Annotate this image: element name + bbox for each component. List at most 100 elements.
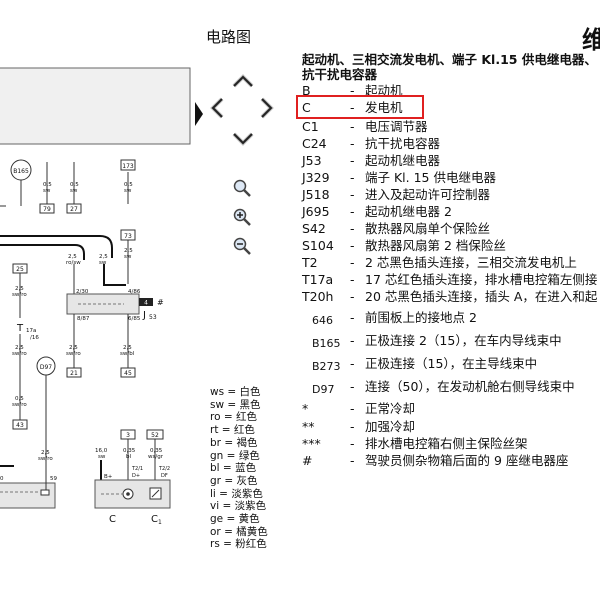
t17a-label: T — [16, 323, 24, 334]
svg-text:sw: sw — [124, 188, 132, 194]
panel-collapse-arrow-icon[interactable] — [194, 100, 204, 132]
svg-text:sw: sw — [70, 188, 78, 194]
zoom-fit-button[interactable] — [232, 178, 252, 202]
svg-text:2/30: 2/30 — [76, 289, 89, 295]
legend-code: B273 — [312, 360, 341, 373]
box-43: 43 — [16, 422, 24, 429]
legend-desc: 发电机 — [365, 100, 403, 115]
legend-code: D97 — [312, 383, 335, 396]
zoom-out-icon — [233, 237, 251, 255]
legend-code: ** — [302, 419, 315, 434]
svg-text:2,5: 2,5 — [15, 286, 24, 292]
pan-up-button[interactable] — [232, 73, 254, 92]
d97-label: D97 — [40, 364, 52, 371]
chevron-right-icon — [260, 97, 274, 119]
svg-text:2,5: 2,5 — [68, 254, 77, 260]
box-173: 173 — [122, 163, 134, 170]
color-legend-item: gn = 绿色 — [210, 449, 260, 462]
color-legend-item: ro = 红色 — [210, 411, 257, 424]
legend-desc: 20 芯黑色插头连接，插头 A，在进入和起 — [365, 289, 598, 304]
legend-desc: 起动机 — [365, 83, 403, 98]
svg-text:0,5: 0,5 — [43, 182, 52, 188]
svg-text:17a: 17a — [26, 328, 36, 334]
corner-title-fragment: 维 — [582, 26, 600, 54]
svg-text:16,0: 16,0 — [95, 448, 108, 454]
legend-code: T20h — [302, 289, 334, 304]
zoom-out-button[interactable] — [232, 236, 252, 260]
svg-text:sw/bl: sw/bl — [120, 351, 135, 357]
color-legend-item: rs = 粉红色 — [210, 538, 267, 551]
svg-text:2,5: 2,5 — [69, 345, 78, 351]
color-legend-item: rt = 红色 — [210, 424, 255, 437]
svg-text:2,5: 2,5 — [123, 345, 132, 351]
svg-text:D+: D+ — [132, 473, 140, 479]
heading-line-1: 起动机、三相交流发电机、端子 Kl.15 供电继电器、 — [302, 52, 597, 67]
svg-text:T2/2: T2/2 — [158, 466, 170, 472]
legend-code: T17a — [302, 272, 334, 287]
svg-text:4/86: 4/86 — [128, 289, 141, 295]
legend-code: B165 — [312, 337, 341, 350]
svg-text:sw: sw — [98, 454, 106, 460]
pan-left-button[interactable] — [210, 97, 224, 123]
box-52: 52 — [151, 432, 159, 439]
svg-text:sw: sw — [43, 188, 51, 194]
svg-text:T2/1: T2/1 — [131, 466, 143, 472]
box-3: 3 — [126, 432, 130, 439]
svg-text:sw/ro: sw/ro — [12, 402, 27, 408]
legend-desc: 起动机继电器 — [365, 153, 441, 168]
svg-text:2,5: 2,5 — [41, 450, 50, 456]
pan-down-button[interactable] — [232, 131, 254, 150]
chevron-down-icon — [232, 132, 254, 146]
box-21: 21 — [70, 370, 78, 377]
color-legend-item: vi = 淡紫色 — [210, 500, 267, 513]
svg-text:/16: /16 — [30, 335, 39, 341]
svg-text:sw: sw — [99, 260, 107, 266]
svg-text:1: 1 — [158, 519, 162, 526]
heading-line-2: 抗干扰电容器 — [302, 67, 378, 82]
legend-desc: 正极连接（15），在主导线束中 — [365, 356, 538, 371]
legend-code: * — [302, 401, 309, 416]
pan-right-button[interactable] — [260, 97, 274, 123]
svg-text:DF: DF — [161, 473, 168, 479]
legend-desc: 端子 Kl. 15 供电继电器 — [365, 170, 496, 185]
generator-label: C — [109, 514, 116, 525]
svg-text:53: 53 — [149, 314, 157, 321]
legend-desc: 前围板上的接地点 2 — [365, 310, 477, 325]
svg-text:2,5: 2,5 — [124, 248, 133, 254]
legend-desc: 加强冷却 — [365, 419, 416, 434]
legend-desc: 17 芯红色插头连接，排水槽电控箱左侧接 — [365, 272, 598, 287]
svg-text:59: 59 — [50, 476, 57, 482]
j53-label: J — [142, 310, 146, 321]
box-79: 79 — [43, 206, 51, 213]
zoom-in-button[interactable] — [232, 207, 252, 231]
legend-desc: 驾驶员侧杂物箱后面的 9 座继电器座 — [365, 453, 569, 468]
legend-code: J518 — [302, 187, 330, 202]
svg-text:2,5: 2,5 — [15, 345, 24, 351]
diagram-area[interactable]: B165 0,5 sw 0,5 sw 0,5 sw 173 79 27 73 2… — [0, 0, 195, 594]
color-legend-item: li = 淡紫色 — [210, 487, 263, 500]
legend-desc: 正常冷却 — [365, 401, 416, 416]
legend-code: J329 — [302, 170, 330, 185]
legend-code: 646 — [312, 314, 333, 327]
legend-desc: 排水槽电控箱右侧主保险丝架 — [365, 436, 528, 451]
color-legend-item: ge = 黄色 — [210, 513, 260, 526]
svg-text:6/85: 6/85 — [128, 316, 141, 322]
legend-desc: 2 芯黑色插头连接，三相交流发电机上 — [365, 255, 577, 270]
legend-desc: 进入及起动许可控制器 — [365, 187, 491, 202]
svg-text:8/87: 8/87 — [77, 316, 90, 322]
svg-text:sw/ro: sw/ro — [66, 351, 81, 357]
legend-code: C24 — [302, 136, 327, 151]
svg-text:sw/ro: sw/ro — [12, 292, 27, 298]
legend-code: S104 — [302, 238, 334, 253]
b165-label: B165 — [13, 168, 29, 175]
color-legend-item: br = 褐色 — [210, 436, 258, 449]
legend-code: B — [302, 83, 311, 98]
legend-code: # — [302, 453, 313, 468]
legend-code: *** — [302, 436, 321, 451]
magnifier-icon — [233, 179, 251, 197]
page-title: 电路图 — [206, 28, 252, 46]
svg-text:0: 0 — [0, 476, 4, 482]
svg-text:B+: B+ — [104, 474, 113, 480]
color-legend-item: sw = 黑色 — [210, 398, 261, 411]
legend-desc: 起动机继电器 2 — [365, 204, 452, 219]
